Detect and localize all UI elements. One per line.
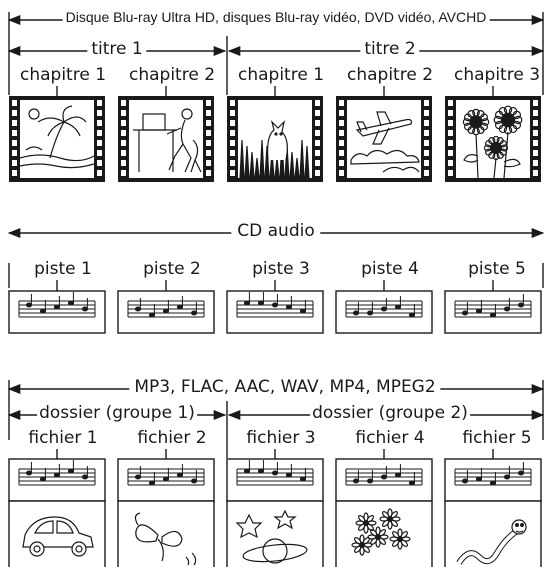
track-label: piste 5 [468,259,526,279]
track-label: piste 1 [34,259,92,279]
audio-cd-label: CD audio [231,223,321,240]
butterfly-frame [117,500,215,567]
sunflowers-illustration [462,105,523,179]
music-staff-box [226,458,324,502]
chapter-label: chapitre 3 [453,65,541,85]
chapter-label: chapitre 2 [128,65,216,85]
track-label: piste 3 [252,259,310,279]
music-staff-box [335,458,433,502]
music-staff-box [117,290,215,334]
music-staff-box [117,458,215,502]
file-label: fichier 2 [137,428,207,448]
track-label: piste 2 [143,259,201,279]
person-at-desk-illustration [133,108,202,173]
video-formats-label: Disque Blu-ray Ultra HD, disques Blu-ray… [62,10,490,24]
music-staff-box [8,458,106,502]
planet-stars-frame [226,500,324,567]
chapter-label: chapitre 1 [237,65,325,85]
folder-group-2-label: dossier (groupe 2) [310,403,470,423]
worm-frame [444,500,542,567]
music-staff-box [335,290,433,334]
car-frame [8,500,106,567]
worm-illustration [456,519,527,565]
file-formats-label: MP3, FLAC, AAC, WAV, MP4, MPEG2 [129,379,441,396]
flowers-illustration [351,508,411,556]
cat-in-grass-illustration [239,120,310,179]
flowers-frame [335,500,433,567]
airplane-clouds-frame [336,96,432,182]
title-1-label: titre 1 [87,41,147,58]
car-illustration [22,516,94,557]
folder-group-1-label: dossier (groupe 1) [37,403,197,423]
file-label: fichier 3 [246,428,316,448]
planet-stars-illustration [235,509,308,564]
track-label: piste 4 [361,259,419,279]
butterfly-illustration [134,512,197,566]
music-staff-box [226,290,324,334]
file-label: fichier 1 [28,428,98,448]
person-at-desk-frame [118,96,214,182]
beach-palm-frame [9,96,105,182]
music-staff-box [444,290,542,334]
airplane-clouds-illustration [350,111,420,173]
file-label: fichier 5 [462,428,532,448]
beach-palm-illustration [19,105,95,169]
chapter-label: chapitre 2 [346,65,434,85]
music-staff-box [8,290,106,334]
file-label: fichier 4 [355,428,425,448]
title-2-label: titre 2 [360,41,420,58]
cat-in-grass-frame [227,96,323,182]
chapter-label: chapitre 1 [19,65,107,85]
sunflowers-frame [445,96,541,182]
music-staff-box [444,458,542,502]
